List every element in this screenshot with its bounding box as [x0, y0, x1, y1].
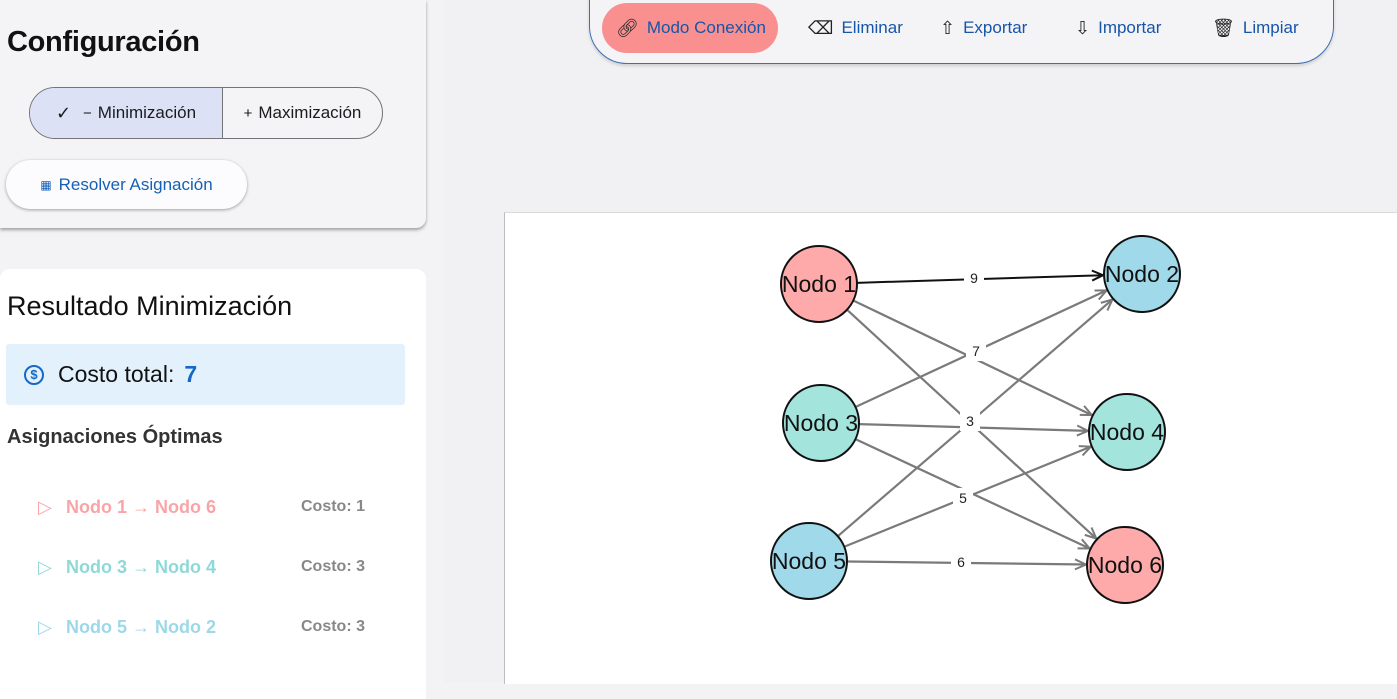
graph-canvas[interactable]: 9 7 3 5 6 Nodo 1 Nodo 2 Nodo 3 Nodo 4 Nodo 5 Nodo… — [504, 212, 1397, 684]
graph-svg: 9 7 3 5 6 Nodo 1 Nodo 2 Nodo 3 Nodo 4 Nodo 5 Nodo… — [770, 235, 1181, 604]
check-icon: ✓ — [55, 102, 72, 123]
mode-toggle: ✓ − Minimización + Maximización — [29, 87, 383, 139]
svg-text:7: 7 — [972, 343, 980, 359]
clear-label: Limpiar — [1242, 18, 1299, 37]
delete-label: Eliminar — [841, 18, 903, 37]
result-card: Resultado Minimización $ Costo total: 7 … — [0, 269, 426, 699]
play-outline-icon: ▷ — [38, 556, 52, 577]
graph-node[interactable]: Nodo 5 — [770, 522, 848, 600]
assignment-item[interactable]: ▷ Nodo 3 → Nodo 4 Costo: 3 — [38, 552, 388, 582]
dollar-circle-icon: $ — [24, 364, 44, 385]
assignment-item[interactable]: ▷ Nodo 1 → Nodo 6 Costo: 1 — [38, 492, 388, 522]
assignment-text: Nodo 3 → Nodo 4 — [66, 556, 216, 577]
export-button[interactable]: ⇧ Exportar — [940, 3, 1027, 53]
svg-text:Nodo 3: Nodo 3 — [784, 410, 858, 436]
graph-node[interactable]: Nodo 3 — [782, 384, 860, 462]
link-icon: 🔗︎ — [616, 17, 639, 38]
minimization-label: Minimización — [97, 103, 197, 122]
assignment-text: Nodo 5 → Nodo 2 — [66, 616, 216, 637]
edge-label: 9 — [964, 268, 984, 288]
edge-label: 3 — [960, 411, 980, 431]
config-title: Configuración — [7, 26, 200, 58]
assignment-text: Nodo 1 → Nodo 6 — [66, 496, 216, 517]
connect-mode-button[interactable]: 🔗︎ Modo Conexión — [602, 3, 778, 53]
svg-text:3: 3 — [966, 413, 974, 429]
edge-label: 7 — [966, 341, 986, 361]
assignment-cost: Costo: 3 — [301, 618, 365, 635]
total-cost-label: Costo total: — [58, 361, 175, 387]
svg-text:Nodo 5: Nodo 5 — [772, 548, 846, 574]
import-icon: ⇩ — [1075, 17, 1091, 38]
graph-node[interactable]: Nodo 1 — [780, 245, 858, 323]
svg-text:Nodo 6: Nodo 6 — [1088, 552, 1162, 578]
config-card: Configuración ✓ − Minimización + Maximiz… — [0, 0, 426, 228]
export-icon: ⇧ — [940, 17, 956, 38]
svg-text:Nodo 2: Nodo 2 — [1105, 261, 1179, 287]
assignment-item[interactable]: ▷ Nodo 5 → Nodo 2 Costo: 3 — [38, 612, 388, 642]
total-cost-value: 7 — [184, 361, 198, 387]
delete-button[interactable]: ⌫ Eliminar — [808, 3, 903, 53]
sidebar: Configuración ✓ − Minimización + Maximiz… — [0, 0, 444, 699]
edge-label: 6 — [951, 552, 971, 572]
clear-button[interactable]: 🗑︎ Limpiar — [1212, 3, 1299, 53]
minimization-toggle[interactable]: ✓ − Minimización — [30, 88, 223, 138]
maximization-toggle[interactable]: + Maximización — [223, 88, 382, 138]
resolve-assignment-label: Resolver Asignación — [58, 174, 213, 194]
svg-text:6: 6 — [957, 554, 965, 570]
assignment-cost: Costo: 1 — [301, 498, 365, 515]
trash-icon: 🗑︎ — [1212, 17, 1235, 38]
svg-text:5: 5 — [959, 490, 967, 506]
edge-label: 5 — [953, 488, 973, 508]
maximization-label: Maximización — [258, 103, 362, 122]
assignment-cost: Costo: 3 — [301, 558, 365, 575]
import-button[interactable]: ⇩ Importar — [1075, 3, 1161, 53]
assignments-title: Asignaciones Óptimas — [7, 426, 223, 448]
minus-icon: − — [83, 104, 92, 122]
svg-text:Nodo 4: Nodo 4 — [1090, 419, 1164, 445]
plus-icon: + — [243, 104, 253, 122]
export-label: Exportar — [963, 18, 1028, 37]
graph-node[interactable]: Nodo 2 — [1103, 235, 1181, 313]
calculator-icon: ▦ — [40, 177, 52, 192]
total-cost-box: $ Costo total: 7 — [6, 344, 405, 405]
result-title: Resultado Minimización — [7, 291, 293, 321]
svg-text:Nodo 1: Nodo 1 — [782, 271, 856, 297]
svg-text:9: 9 — [970, 270, 978, 286]
resolve-assignment-button[interactable]: ▦ Resolver Asignación — [6, 160, 247, 209]
graph-node[interactable]: Nodo 6 — [1086, 526, 1164, 604]
graph-toolbar: 🔗︎ Modo Conexión ⌫ Eliminar ⇧ Exportar ⇩… — [589, 0, 1334, 64]
connect-mode-label: Modo Conexión — [646, 18, 766, 37]
play-outline-icon: ▷ — [38, 496, 52, 517]
play-outline-icon: ▷ — [38, 616, 52, 637]
graph-node[interactable]: Nodo 4 — [1088, 393, 1166, 471]
import-label: Importar — [1098, 18, 1162, 37]
eraser-icon: ⌫ — [808, 17, 834, 38]
